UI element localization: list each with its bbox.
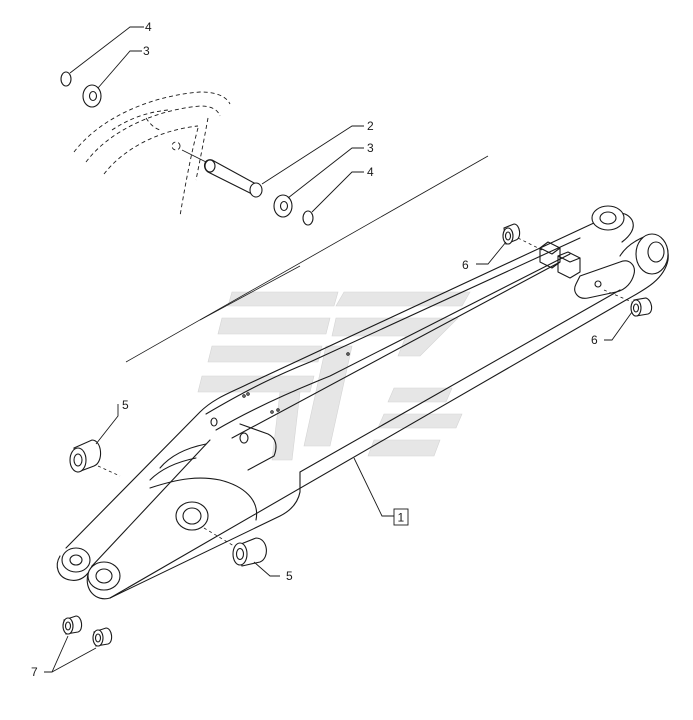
callout-5-lower: 5 xyxy=(286,569,293,583)
callout-1: 1 xyxy=(398,511,405,525)
bushing-part-7-left xyxy=(62,615,83,635)
callout-3-upper: 3 xyxy=(143,44,150,58)
callout-4-lower: 4 xyxy=(367,165,374,179)
bushing-axis-line xyxy=(203,527,235,547)
alignment-lines xyxy=(125,155,489,363)
pivot-ghost-outline xyxy=(73,91,231,217)
washer-part-3-upper xyxy=(82,84,102,108)
pin-axis-line xyxy=(181,149,207,163)
boom-arm-part-1 xyxy=(56,205,669,600)
bushing-part-5-lower xyxy=(232,537,267,567)
bushing-part-7-right xyxy=(92,627,113,647)
ring-part-4-lower xyxy=(302,210,314,226)
callout-1-box xyxy=(393,508,409,526)
ring-part-4-upper xyxy=(60,71,72,87)
leader-lines xyxy=(44,26,633,673)
callout-6-lower: 6 xyxy=(591,333,598,347)
callout-6-upper: 6 xyxy=(462,258,469,272)
bushing-axis-line xyxy=(97,465,121,477)
bushing-part-5-upper xyxy=(69,439,102,473)
callout-4-upper: 4 xyxy=(145,20,152,34)
bushing-axis-line xyxy=(517,237,543,251)
bushing-part-6-lower xyxy=(630,297,653,317)
bushing-axis-line xyxy=(603,289,633,303)
pin-part-2 xyxy=(203,159,263,198)
callout-5-upper: 5 xyxy=(122,398,129,412)
washer-part-3-lower xyxy=(273,194,293,218)
callout-2: 2 xyxy=(367,119,374,133)
bushing-part-6-upper xyxy=(502,223,521,245)
callout-3-lower: 3 xyxy=(367,141,374,155)
callout-7: 7 xyxy=(31,665,38,679)
